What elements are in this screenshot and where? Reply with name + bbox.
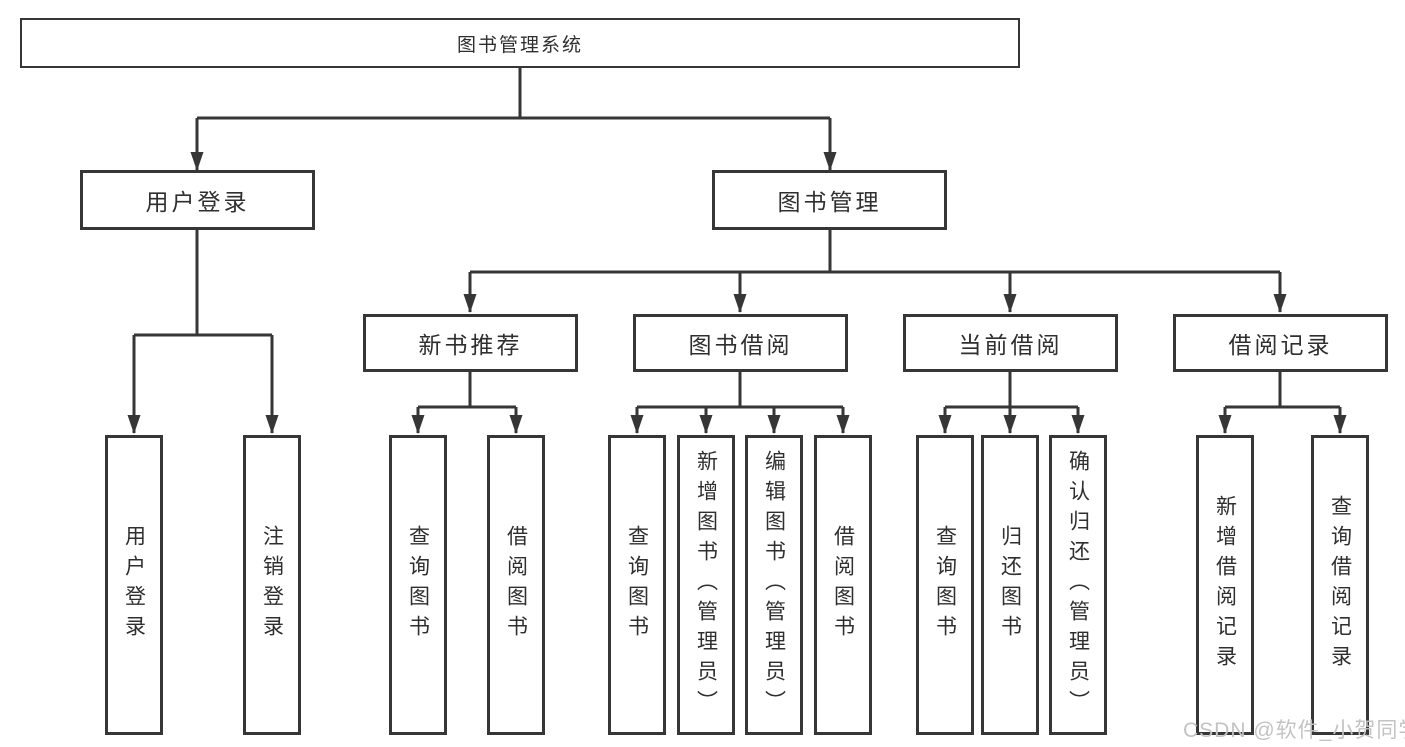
leaf-edit-book-admin: 编辑图书（管理员） bbox=[745, 435, 803, 735]
node-book-borrowing-label: 图书借阅 bbox=[688, 332, 793, 358]
node-borrowing-records-label: 借阅记录 bbox=[1228, 332, 1333, 358]
leaf-user-login-label: 用户登录 bbox=[122, 525, 146, 645]
node-borrowing-records: 借阅记录 bbox=[1173, 314, 1388, 372]
leaf-borrow-books-recommend: 借阅图书 bbox=[487, 435, 545, 735]
leaf-add-borrow-record: 新增借阅记录 bbox=[1196, 435, 1254, 735]
leaf-add-book-admin: 新增图书（管理员） bbox=[677, 435, 735, 735]
node-book-management: 图书管理 bbox=[712, 170, 947, 230]
leaf-edit-book-admin-label: 编辑图书（管理员） bbox=[762, 450, 786, 720]
leaf-search-books-recommend-label: 查询图书 bbox=[406, 525, 430, 645]
node-current-borrowing-label: 当前借阅 bbox=[958, 332, 1063, 358]
leaf-add-borrow-record-label: 新增借阅记录 bbox=[1213, 495, 1237, 675]
csdn-watermark: CSDN @软件_小贺同学 bbox=[1183, 719, 1405, 742]
node-user-login: 用户登录 bbox=[80, 170, 315, 230]
node-new-book-recommendation: 新书推荐 bbox=[363, 314, 578, 372]
node-root: 图书管理系统 bbox=[20, 18, 1020, 68]
leaf-search-borrow-record-label: 查询借阅记录 bbox=[1328, 495, 1352, 675]
leaf-search-books-borrow-label: 查询图书 bbox=[625, 525, 649, 645]
leaf-search-books-current: 查询图书 bbox=[916, 435, 974, 735]
leaf-return-book: 归还图书 bbox=[981, 435, 1039, 735]
node-new-book-recommendation-label: 新书推荐 bbox=[418, 332, 523, 358]
node-user-login-label: 用户登录 bbox=[145, 189, 250, 215]
leaf-logout-label: 注销登录 bbox=[260, 525, 284, 645]
leaf-logout: 注销登录 bbox=[243, 435, 301, 735]
leaf-add-book-admin-label: 新增图书（管理员） bbox=[694, 450, 718, 720]
leaf-borrow-books-label: 借阅图书 bbox=[831, 525, 855, 645]
leaf-borrow-books-recommend-label: 借阅图书 bbox=[504, 525, 528, 645]
leaf-search-borrow-record: 查询借阅记录 bbox=[1311, 435, 1369, 735]
leaf-search-books-recommend: 查询图书 bbox=[389, 435, 447, 735]
leaf-return-book-label: 归还图书 bbox=[998, 525, 1022, 645]
leaf-user-login: 用户登录 bbox=[105, 435, 163, 735]
leaf-confirm-return-admin-label: 确认归还（管理员） bbox=[1066, 450, 1090, 720]
leaf-search-books-current-label: 查询图书 bbox=[933, 525, 957, 645]
leaf-confirm-return-admin: 确认归还（管理员） bbox=[1049, 435, 1107, 735]
leaf-borrow-books: 借阅图书 bbox=[814, 435, 872, 735]
leaf-search-books-borrow: 查询图书 bbox=[608, 435, 666, 735]
node-book-borrowing: 图书借阅 bbox=[633, 314, 848, 372]
node-root-label: 图书管理系统 bbox=[456, 34, 583, 56]
node-book-management-label: 图书管理 bbox=[777, 189, 882, 215]
node-current-borrowing: 当前借阅 bbox=[903, 314, 1118, 372]
